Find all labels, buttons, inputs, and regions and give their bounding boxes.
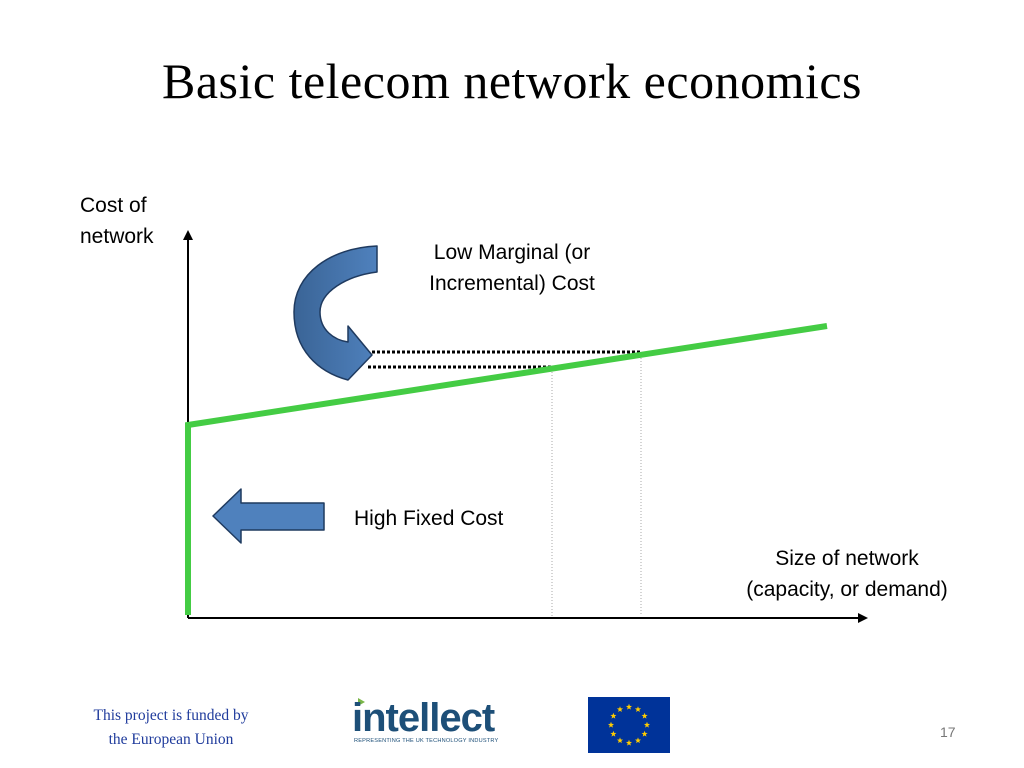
- eu-star-icon: [634, 706, 642, 712]
- eu-star-icon: [616, 706, 624, 712]
- y-axis-label: Cost of network: [80, 190, 154, 252]
- eu-star-icon: [641, 712, 648, 719]
- left-arrow-icon: [212, 488, 325, 544]
- eu-star-icon: [607, 721, 615, 728]
- funding-notice-line-1: This project is funded by: [93, 707, 249, 724]
- logo-tagline: REPRESENTING THE UK TECHNOLOGY INDUSTRY: [354, 738, 499, 744]
- x-axis-label: Size of network (capacity, or demand): [712, 543, 982, 605]
- eu-star-icon: [616, 737, 624, 744]
- y-axis-label-line-2: network: [80, 225, 154, 248]
- marginal-cost-label-line-2: Incremental) Cost: [429, 272, 595, 295]
- eu-star-icon: [643, 721, 651, 728]
- y-axis-label-line-1: Cost of: [80, 194, 147, 217]
- marginal-cost-label: Low Marginal (or Incremental) Cost: [400, 237, 624, 299]
- x-axis-label-line-1: Size of network: [775, 547, 919, 570]
- eu-star-icon: [610, 712, 617, 719]
- funding-notice: This project is funded by the European U…: [58, 704, 284, 752]
- eu-star-icon: [625, 739, 633, 746]
- logo-wordmark: intellect: [352, 696, 495, 740]
- intellect-logo: intellect REPRESENTING THE UK TECHNOLOGY…: [352, 696, 532, 752]
- curved-arrow-icon: [293, 245, 378, 381]
- x-axis-label-line-2: (capacity, or demand): [746, 578, 948, 601]
- marginal-cost-label-line-1: Low Marginal (or: [433, 241, 591, 264]
- page-number: 17: [940, 724, 956, 740]
- eu-flag-icon: [588, 697, 670, 753]
- logo-accent-icon: [358, 698, 365, 706]
- slide-title: Basic telecom network economics: [162, 53, 862, 109]
- funding-notice-line-2: the European Union: [108, 731, 234, 748]
- fixed-cost-label: High Fixed Cost: [354, 507, 504, 530]
- eu-star-icon: [634, 737, 642, 744]
- eu-star-icon: [610, 730, 617, 737]
- eu-star-icon: [641, 730, 648, 737]
- cost-line: [185, 323, 828, 615]
- eu-star-icon: [625, 703, 633, 710]
